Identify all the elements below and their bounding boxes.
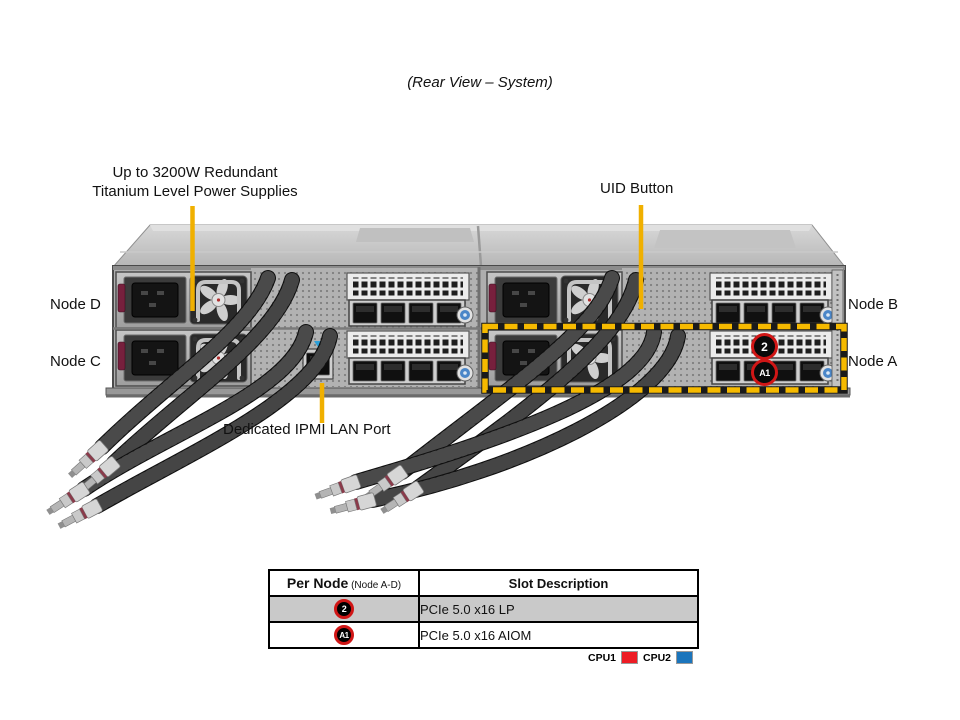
chassis-lid <box>111 224 847 268</box>
table-header-slot-description: Slot Description <box>418 569 699 597</box>
cable-bundle-right <box>312 270 686 519</box>
table-header-per-node: Per Node (Node A-D) <box>268 569 420 597</box>
psu-node-d <box>114 270 253 330</box>
node-a-highlight-dashes <box>482 323 847 393</box>
cpu2-label: CPU2 <box>643 651 672 664</box>
node-a-label: Node A <box>848 353 898 370</box>
io-node-c <box>346 330 474 385</box>
slot-description-table: Per Node (Node A-D) Slot Description 2 P… <box>268 569 699 649</box>
table-row: 2 PCIe 5.0 x16 LP <box>268 595 699 623</box>
table-header-row: Per Node (Node A-D) Slot Description <box>268 569 699 597</box>
cpu1-swatch <box>621 651 639 664</box>
cooling-cables <box>43 270 686 533</box>
io-node-b <box>709 272 837 327</box>
slot-2-table-badge: 2 <box>334 599 354 619</box>
node-b-label: Node B <box>848 296 899 313</box>
figure-title: (Rear View – System) <box>407 74 553 91</box>
uid-button-label: UID Button <box>600 180 674 197</box>
per-node-text: Per Node <box>286 575 349 591</box>
cpu2-swatch <box>676 651 694 664</box>
slot-a1-badge: A1 <box>751 359 778 386</box>
annotations <box>190 205 848 423</box>
psu-callout-label: Up to 3200W Redundant Titanium Level Pow… <box>55 163 335 201</box>
ipmi-port-label: Dedicated IPMI LAN Port <box>223 421 391 438</box>
psu-callout-line1: Up to 3200W Redundant <box>112 164 278 181</box>
slot-2-badge: 2 <box>751 333 778 360</box>
psu-callout-line2: Titanium Level Power Supplies <box>92 183 298 200</box>
slot-a1-description: PCIe 5.0 x16 AIOM <box>418 621 699 649</box>
cpu-legend: CPU1 CPU2 <box>588 651 694 664</box>
slot-a1-table-badge: A1 <box>334 625 354 645</box>
slot-2-description: PCIe 5.0 x16 LP <box>418 595 699 623</box>
node-c-label: Node C <box>50 353 101 370</box>
cable-bundle-left <box>43 270 338 533</box>
node-d-label: Node D <box>50 296 101 313</box>
node-range-text: (Node A-D) <box>348 580 402 591</box>
table-row: A1 PCIe 5.0 x16 AIOM <box>268 621 699 649</box>
cpu1-label: CPU1 <box>588 651 617 664</box>
io-node-d <box>346 272 474 327</box>
